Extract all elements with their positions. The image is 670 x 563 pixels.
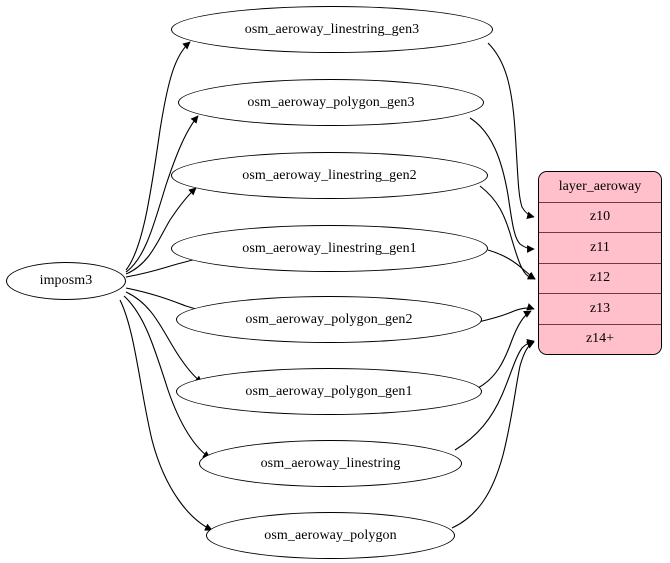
node-osm-aeroway-polygon-gen2[interactable]: osm_aeroway_polygon_gen2 [176,296,482,343]
layer-row-z12[interactable]: z12 [539,263,661,294]
node-imposm3-label: imposm3 [39,273,93,288]
node-osm-aeroway-linestring-gen1[interactable]: osm_aeroway_linestring_gen1 [171,225,488,272]
node-osm-aeroway-linestring-gen2[interactable]: osm_aeroway_linestring_gen2 [171,152,488,199]
node-label: osm_aeroway_polygon_gen1 [245,383,413,399]
node-layer-aeroway[interactable]: layer_aeroway z10 z11 z12 z13 z14+ [538,171,662,355]
edge-osm-aeroway-polygon-to-z14 [451,341,535,529]
edge-osm-aeroway-linestring-gen2-to-z12 [479,185,536,280]
edge-osm-aeroway-polygon-gen2-to-z13 [477,303,535,323]
node-label: osm_aeroway_linestring_gen3 [244,21,420,37]
node-osm-aeroway-polygon-gen3[interactable]: osm_aeroway_polygon_gen3 [178,79,484,126]
layer-aeroway-header: layer_aeroway [539,172,661,203]
node-label: osm_aeroway_linestring_gen1 [242,240,417,256]
edge-imposm3-to-osm-aeroway-polygon [119,299,213,531]
node-label: osm_aeroway_polygon_gen2 [245,311,413,327]
layer-row-z10[interactable]: z10 [539,202,661,233]
edge-imposm3-to-osm-aeroway-polygon-gen1 [125,291,203,384]
node-label: osm_aeroway_linestring_gen2 [242,167,417,183]
node-imposm3[interactable]: imposm3 [6,262,126,300]
node-osm-aeroway-polygon-gen1[interactable]: osm_aeroway_polygon_gen1 [176,368,482,415]
edge-osm-aeroway-linestring-gen1-to-z12 [487,249,536,280]
edge-imposm3-to-osm-aeroway-linestring-gen2 [125,187,197,275]
edge-imposm3-to-osm-aeroway-linestring [123,295,211,459]
edge-imposm3-to-osm-aeroway-polygon-gen3 [125,115,199,273]
edge-imposm3-to-osm-aeroway-linestring-gen3 [125,41,191,271]
node-osm-aeroway-polygon[interactable]: osm_aeroway_polygon [206,512,455,559]
node-label: osm_aeroway_linestring [260,455,401,471]
node-label: osm_aeroway_polygon [264,527,397,543]
layer-row-z14[interactable]: z14+ [539,324,661,354]
edge-osm-aeroway-polygon-gen3-to-z11 [469,117,535,253]
layer-row-z13[interactable]: z13 [539,294,661,325]
edge-paths [119,41,536,531]
layer-row-z11[interactable]: z11 [539,233,661,264]
node-osm-aeroway-linestring[interactable]: osm_aeroway_linestring [199,440,462,487]
edge-osm-aeroway-linestring-gen3-to-z10 [487,42,535,220]
node-osm-aeroway-linestring-gen3[interactable]: osm_aeroway_linestring_gen3 [171,6,493,53]
edge-osm-aeroway-polygon-gen1-to-z13 [477,310,532,389]
node-label: osm_aeroway_polygon_gen3 [247,94,415,110]
